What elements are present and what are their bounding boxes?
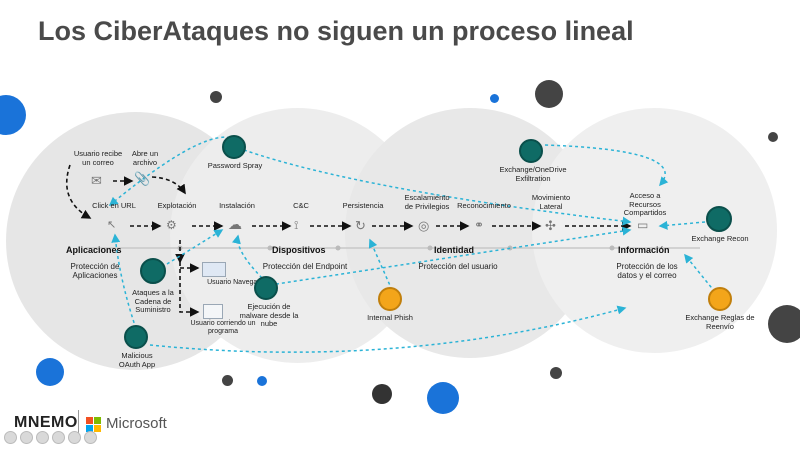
device-icon: ▭ [637,218,649,232]
flow-arrow [151,176,186,195]
threat-label-exchange-rules: Exchange Reglas de Reenvío [685,313,755,331]
lateral-icon: ✣ [545,218,556,233]
cloud-install-icon: ☁ [228,216,242,232]
threat-arrow [658,220,706,230]
threat-arrow [161,229,224,268]
password-spray-icon [222,135,246,159]
pointer-icon: ↖ [107,219,117,231]
supply-chain-icon [140,258,166,284]
step-label-cc: C&C [293,201,309,210]
threat-label-password-spray: Password Spray [207,161,263,170]
divider-dot [267,245,273,251]
more-options-icon[interactable] [84,431,97,444]
threat-label-internal-phish: Internal Phish [367,313,413,322]
attachment-icon: 📎 [134,171,151,186]
exchange-recon-icon [706,206,732,232]
step-label-recon: Reconocimiento [457,201,511,210]
note-user-browsing: Usuario Navegando [207,279,269,286]
next-slide-icon[interactable] [20,431,33,444]
prev-slide-icon[interactable] [4,431,17,444]
deco-dot [535,80,563,108]
flow-arrow [179,262,200,317]
section-identity: Identidad [434,245,474,255]
threat-arrow [149,305,627,353]
step-label-privilege-escalation: Escalamiento de Privilegios [404,193,450,211]
threat-label-exchange-recon: Exchange Recon [691,234,749,243]
section-information: Información [618,245,670,255]
step-label-install: Instalación [219,201,255,210]
internal-phish-icon [378,287,402,311]
deco-dot [210,91,222,103]
step-label-exploit: Explotación [157,201,197,210]
threat-arrow [232,234,263,279]
step-label-user-email: Usuario recibe un correo [73,149,123,167]
step-label-persistence: Persistencia [342,201,384,210]
step-label-click-url: Click en URL [92,201,136,210]
microsoft-wordmark: Microsoft [106,415,167,432]
divider-dot [335,245,341,251]
mnemo-logo: MNEMO [14,414,78,431]
privilege-icon: ◎ [418,218,430,233]
threat-arrow [684,253,716,293]
threat-label-supply-chain: Ataques a la Cadena de Suministro [132,288,174,315]
threat-arrow [269,226,632,286]
protection-endpoint: Protección del Endpoint [262,262,348,271]
slides-icon[interactable] [52,431,65,444]
threat-arrow [108,136,245,206]
section-devices: Dispositivos [272,245,326,255]
threat-arrow [544,144,669,187]
pen-icon[interactable] [36,431,49,444]
deco-dot [550,367,562,379]
refresh-icon: ↻ [355,218,366,233]
deco-dot [768,305,800,343]
exchange-exfil-icon [519,139,543,163]
deco-dot [222,375,233,386]
exchange-rules-icon [708,287,732,311]
deco-dot [257,376,267,386]
program-thumbnail [203,304,223,319]
cloud-malware-icon [254,276,278,300]
threat-label-exchange-exfil: Exchange/OneDrive Exfiltration [499,165,567,183]
exploit-icon: ⚙ [166,218,177,232]
page-title: Los CiberAtaques no siguen un proceso li… [38,16,634,46]
step-label-lateral: Movimiento Lateral [531,193,571,211]
flow-arrow [66,164,92,219]
divider-dot [609,245,615,251]
binoculars-icon: ⚭ [474,218,485,232]
email-icon: ✉ [91,173,102,188]
deco-dot [36,358,64,386]
browser-thumbnail [202,262,226,277]
section-applications: Aplicaciones [66,245,122,255]
antenna-icon: ⟟ [294,218,299,232]
circle-information [532,108,777,353]
protection-data: Protección de los datos y el correo [616,262,678,281]
threat-label-oauth: Malicious OAuth App [118,351,156,369]
oauth-app-icon [124,325,148,349]
logo-divider [78,410,79,436]
note-user-program: Usuario corriendo un programa [190,320,256,336]
microsoft-logo-icon [86,417,102,433]
deco-dot [372,384,392,404]
deco-dot [768,132,778,142]
zoom-icon[interactable] [68,431,81,444]
step-label-open-file: Abre un archivo [131,149,159,167]
protection-apps: Protección de Aplicaciones [70,262,120,281]
step-label-shared-access: Acceso a Recursos Compartidos [623,191,667,218]
deco-dot [490,94,499,103]
deco-dot [427,382,459,414]
divider-dot [427,245,433,251]
protection-user: Protección del usuario [418,262,498,271]
threat-label-cloud-malware: Ejecución de malware desde la nube [239,302,299,329]
